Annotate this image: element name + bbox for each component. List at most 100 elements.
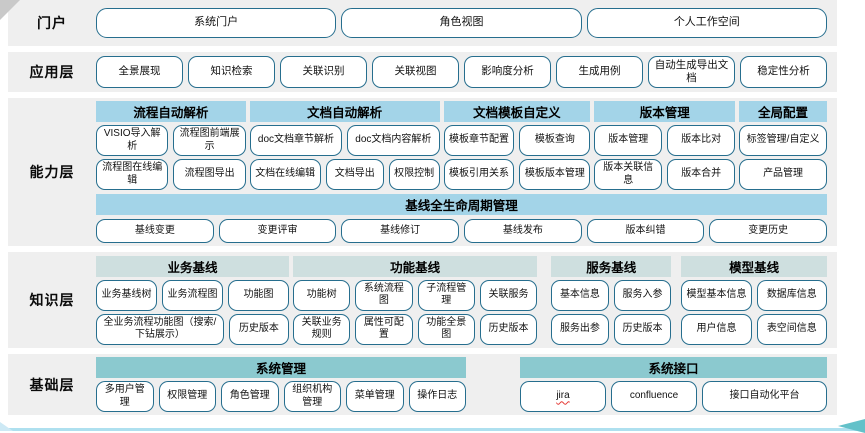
bottom-border-line xyxy=(0,428,865,431)
pill-button[interactable]: 功能树 xyxy=(292,279,351,311)
pill-button[interactable]: 系统流程图 xyxy=(355,279,413,311)
pill-button[interactable]: 历史版本 xyxy=(479,313,538,345)
pill-button[interactable]: 模板版本管理 xyxy=(519,159,591,190)
pill-button[interactable]: 系统门户 xyxy=(96,8,337,38)
portal-layer-band: 门户 系统门户角色视图个人工作空间 xyxy=(8,0,837,46)
button-row: 产品管理 xyxy=(739,159,827,190)
portal-content: 系统门户角色视图个人工作空间 xyxy=(96,8,827,38)
group-title: 文档模板自定义 xyxy=(443,101,591,122)
layer-label-base: 基础层 xyxy=(29,376,75,393)
baseline-lifecycle-banner: 基线全生命周期管理 xyxy=(96,194,827,215)
pill-button[interactable]: 子流程管理 xyxy=(417,279,475,311)
pill-button[interactable]: 角色管理 xyxy=(221,381,279,412)
pill-button[interactable]: 服务出参 xyxy=(551,313,609,345)
pill-button[interactable]: 基线变更 xyxy=(96,219,214,243)
pill-button[interactable]: 模型基本信息 xyxy=(681,279,752,311)
pill-button[interactable]: 全景展现 xyxy=(96,55,183,89)
pill-button[interactable]: 全业务流程功能图（搜索/下钻展示） xyxy=(96,313,224,345)
pill-button[interactable]: 版本管理 xyxy=(594,125,663,156)
baseline-lifecycle-buttons-row: 基线变更变更评审基线修订基线发布版本纠错变更历史 xyxy=(96,219,828,243)
pill-button[interactable]: 关联业务规则 xyxy=(292,313,351,345)
pill-button[interactable]: 产品管理 xyxy=(739,159,827,190)
pill-button[interactable]: 服务入参 xyxy=(613,279,672,311)
pill-button[interactable]: 基本信息 xyxy=(551,279,609,311)
pill-button[interactable]: 功能全景图 xyxy=(417,313,475,345)
pill-button[interactable]: 操作日志 xyxy=(408,381,466,412)
pill-button[interactable]: 历史版本 xyxy=(613,313,672,345)
pill-button[interactable]: 变更评审 xyxy=(218,219,337,243)
pill-button[interactable]: doc文档章节解析 xyxy=(249,125,343,156)
button-row: 用户信息表空间信息 xyxy=(681,313,827,345)
button-row: 功能树系统流程图子流程管理关联服务 xyxy=(292,279,538,311)
group: 业务基线业务基线树业务流程图功能图全业务流程功能图（搜索/下钻展示）历史版本 xyxy=(96,255,289,345)
pill-button[interactable]: 接口自动化平台 xyxy=(702,381,827,412)
pill-button[interactable]: 基线发布 xyxy=(464,219,582,243)
pill-button[interactable]: 版本关联信息 xyxy=(594,159,663,190)
pill-button[interactable]: 属性可配置 xyxy=(355,313,413,345)
group-title: 模型基线 xyxy=(681,255,827,277)
pill-button[interactable]: 版本比对 xyxy=(667,125,736,156)
pill-button[interactable]: 用户信息 xyxy=(681,313,752,345)
button-row: 模型基本信息数据库信息 xyxy=(681,279,827,311)
pill-button[interactable]: 权限控制 xyxy=(388,159,440,190)
pill-button[interactable]: 知识检索 xyxy=(188,55,275,89)
pill-button[interactable]: 业务流程图 xyxy=(162,279,223,311)
pill-button[interactable]: 版本纠错 xyxy=(586,219,705,243)
pill-button[interactable]: 角色视图 xyxy=(341,8,582,38)
pill-button[interactable]: 流程图导出 xyxy=(173,159,246,190)
pill-button[interactable]: 数据库信息 xyxy=(756,279,827,311)
group: 系统管理多用户管理权限管理角色管理组织机构管理菜单管理操作日志 xyxy=(96,357,466,412)
pill-button[interactable]: doc文档内容解析 xyxy=(347,125,440,156)
pill-button[interactable]: 流程图在线编辑 xyxy=(96,159,169,190)
pill-button[interactable]: 版本合并 xyxy=(667,159,736,190)
pill-button[interactable]: 模板引用关系 xyxy=(443,159,515,190)
pill-button[interactable]: 菜单管理 xyxy=(346,381,404,412)
pill-button[interactable]: 权限管理 xyxy=(158,381,216,412)
button-row: 全业务流程功能图（搜索/下钻展示）历史版本 xyxy=(96,313,289,345)
pill-button[interactable]: 自动生成导出文档 xyxy=(648,55,735,89)
pill-button[interactable]: 文档在线编辑 xyxy=(249,159,321,190)
application-buttons-row: 全景展现知识检索关联识别关联视图影响度分析生成用例自动生成导出文档稳定性分析 xyxy=(96,55,827,89)
pill-button[interactable]: jira xyxy=(520,381,606,412)
pill-button[interactable]: 关联识别 xyxy=(280,55,367,89)
group: 版本管理版本管理版本比对版本关联信息版本合并 xyxy=(594,101,736,190)
pill-button[interactable]: 流程图前端展示 xyxy=(173,125,246,156)
button-row: 多用户管理权限管理角色管理组织机构管理菜单管理操作日志 xyxy=(96,381,466,412)
pill-button[interactable]: 稳定性分析 xyxy=(740,55,827,89)
button-row: 基本信息服务入参 xyxy=(551,279,672,311)
pill-button[interactable]: 组织机构管理 xyxy=(283,381,341,412)
pill-button[interactable]: 表空间信息 xyxy=(756,313,827,345)
knowledge-content: 业务基线业务基线树业务流程图功能图全业务流程功能图（搜索/下钻展示）历史版本功能… xyxy=(96,255,827,345)
pill-button[interactable]: VISIO导入解析 xyxy=(96,125,169,156)
pill-button[interactable]: 基线修订 xyxy=(341,219,460,243)
pill-button[interactable]: 文档导出 xyxy=(325,159,384,190)
group: 模型基线模型基本信息数据库信息用户信息表空间信息 xyxy=(681,255,827,345)
corner-fold-decoration xyxy=(0,0,20,20)
pill-button[interactable]: 生成用例 xyxy=(556,55,643,89)
pill-button[interactable]: 变更历史 xyxy=(709,219,828,243)
pill-button[interactable]: 历史版本 xyxy=(228,313,289,345)
group-title: 全局配置 xyxy=(739,101,827,122)
group-title: 文档自动解析 xyxy=(249,101,440,122)
pill-button[interactable]: confluence xyxy=(611,381,697,412)
group: 文档模板自定义模板章节配置模板查询模板引用关系模板版本管理 xyxy=(443,101,591,190)
pill-button[interactable]: 关联视图 xyxy=(372,55,459,89)
pill-button[interactable]: 标签管理/自定义 xyxy=(739,125,827,156)
group: 功能基线功能树系统流程图子流程管理关联服务关联业务规则属性可配置功能全景图历史版… xyxy=(292,255,538,345)
pill-button[interactable]: 模板查询 xyxy=(519,125,591,156)
pill-button[interactable]: 个人工作空间 xyxy=(586,8,827,38)
pill-button[interactable]: 影响度分析 xyxy=(464,55,551,89)
pill-button[interactable]: 多用户管理 xyxy=(96,381,154,412)
pill-button[interactable]: 关联服务 xyxy=(479,279,538,311)
pill-button[interactable]: 模板章节配置 xyxy=(443,125,515,156)
pill-button[interactable]: 功能图 xyxy=(228,279,289,311)
pill-button[interactable]: 业务基线树 xyxy=(96,279,157,311)
